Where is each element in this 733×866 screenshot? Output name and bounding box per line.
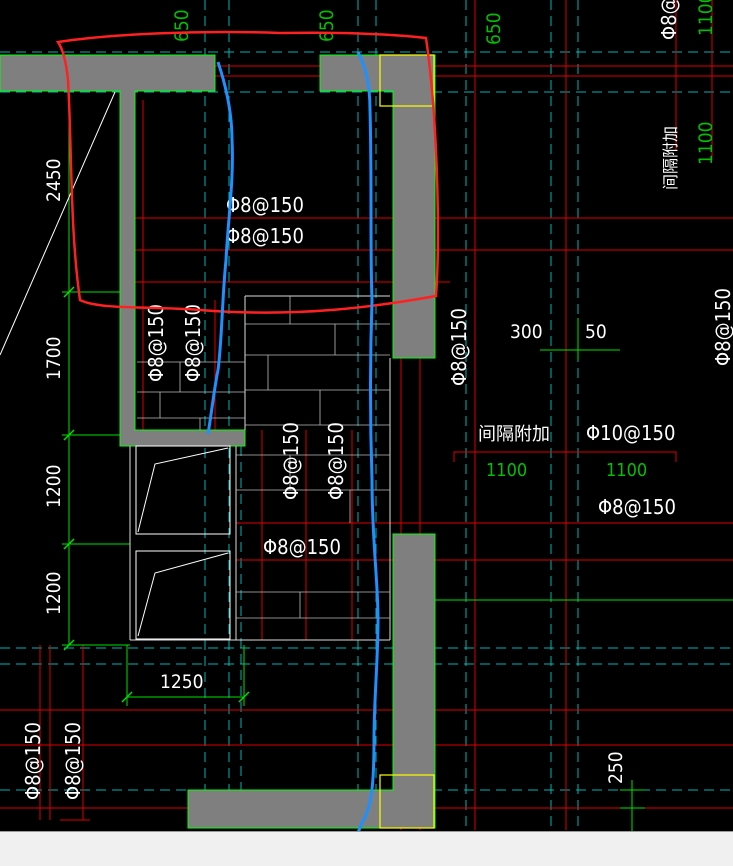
rebar-right-v: Φ8@150 [447, 308, 471, 386]
dim-top-650-a: 650 [171, 9, 193, 42]
rebar-vert-a: Φ8@150 [144, 304, 168, 382]
rebar-far-right-v: Φ8@150 [711, 288, 733, 366]
rebar-main-2: Φ8@150 [226, 224, 304, 248]
status-bar [0, 831, 733, 866]
dim-top-650-b: 650 [316, 9, 338, 42]
rebar-bl-a: Φ8@150 [21, 722, 45, 800]
dim-right-50: 50 [585, 321, 607, 343]
markup-red-outline [55, 30, 440, 314]
rebar-top-right-v: Φ8@1 [657, 0, 681, 40]
window-box-lower [135, 550, 231, 640]
markup-blue-line-right [352, 51, 380, 846]
note-span-right: 1100 [606, 460, 647, 481]
note-span-left: 1100 [486, 460, 527, 481]
dim-left-1200-a: 1200 [43, 465, 65, 509]
column-top [379, 54, 435, 107]
note-bracket [453, 451, 677, 462]
wall-top-right [319, 54, 436, 359]
dim-bottom-1250: 1250 [160, 671, 204, 693]
dim-left-1700: 1700 [43, 337, 65, 381]
rebar-labels: Φ8@150 Φ8@150 Φ8@150 Φ8@150 Φ8@150 Φ8@15… [21, 0, 733, 800]
rebar-phi10: Φ10@150 [586, 421, 675, 445]
dim-right-250: 250 [605, 751, 627, 784]
dim-top-right-1100: 1100 [695, 0, 717, 36]
brick-hatch [137, 296, 390, 619]
markup-blue-line-left [206, 61, 234, 435]
diagonal-reference-line [0, 91, 116, 356]
rebar-vert-c: Φ8@150 [279, 422, 303, 500]
rebar-mid-h: Φ8@150 [263, 535, 341, 559]
wall-bottom-right [187, 533, 436, 829]
window-box-upper [135, 445, 231, 535]
rebar-vert-b: Φ8@150 [181, 304, 205, 382]
window-boxes [135, 445, 231, 640]
dimension-texts: 650 650 650 2450 1700 1200 1200 1250 300… [43, 0, 717, 784]
rebar-vert-d: Φ8@150 [324, 422, 348, 500]
interior-outlines [129, 295, 391, 641]
rebar-main-1: Φ8@150 [226, 193, 304, 217]
note-jiange-fujia-vertical: 间隔附加 [661, 126, 680, 190]
column-bottom [379, 774, 435, 829]
dim-left-2450: 2450 [43, 159, 65, 203]
dim-top-650-c: 650 [483, 12, 505, 45]
dim-right-300: 300 [510, 321, 543, 343]
rebar-bl-b: Φ8@150 [61, 722, 85, 800]
dim-left-1200-b: 1200 [43, 572, 65, 616]
rebar-right-h: Φ8@150 [598, 495, 676, 519]
dimension-green-lines [62, 79, 733, 835]
note-jiange-fujia: 间隔附加 [478, 424, 550, 445]
dim-right-1100: 1100 [695, 122, 717, 166]
notes: 间隔附加 间隔附加 1100 1100 [478, 126, 680, 481]
